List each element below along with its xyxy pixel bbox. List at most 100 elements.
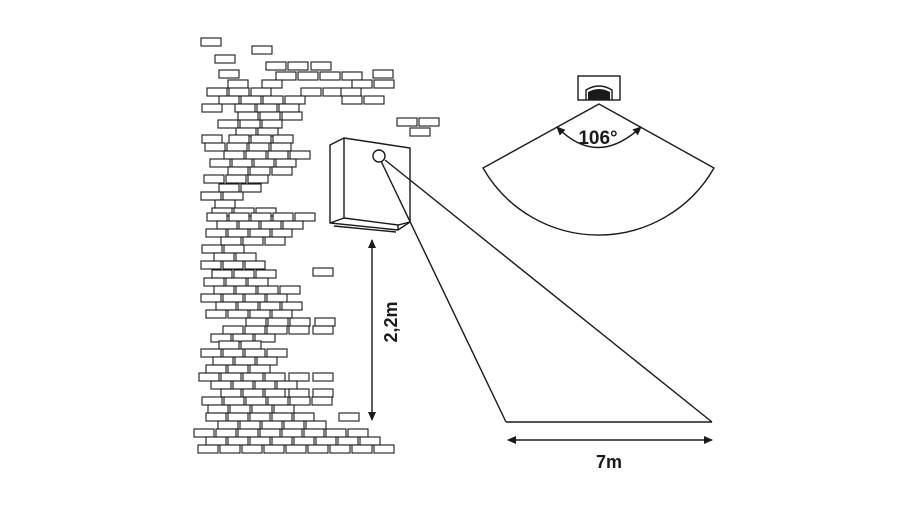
brick — [227, 309, 249, 319]
brick — [275, 71, 297, 81]
brick — [249, 309, 271, 319]
brick — [242, 372, 264, 382]
brick — [270, 142, 292, 152]
brick — [245, 150, 267, 160]
brick — [228, 212, 250, 222]
brick — [250, 212, 272, 222]
brick — [293, 412, 315, 422]
brick — [238, 220, 260, 230]
brick — [240, 340, 262, 350]
brick — [254, 380, 276, 390]
brick — [266, 348, 288, 358]
brick — [244, 293, 266, 303]
brick — [373, 444, 395, 454]
brick — [294, 212, 316, 222]
brick — [220, 372, 242, 382]
brick — [213, 252, 235, 262]
brick — [396, 117, 418, 127]
brick — [307, 444, 329, 454]
brick — [249, 228, 271, 238]
brick — [249, 364, 271, 374]
brick — [242, 388, 264, 398]
brick — [288, 388, 310, 398]
brick — [200, 37, 222, 47]
brick — [351, 444, 373, 454]
brick — [261, 420, 283, 430]
brick — [271, 166, 293, 176]
brick — [237, 111, 259, 121]
brick — [229, 404, 251, 414]
brick — [267, 150, 289, 160]
brick — [289, 396, 311, 406]
brick — [227, 79, 249, 89]
brick — [211, 269, 233, 279]
brick — [284, 95, 306, 105]
brick — [210, 380, 232, 390]
brick — [363, 95, 385, 105]
brick — [303, 428, 325, 438]
brick — [276, 380, 298, 390]
brick — [222, 348, 244, 358]
brick — [232, 380, 254, 390]
brick — [218, 95, 240, 105]
wall-light-fixture — [329, 137, 411, 233]
distance-dimension: 7m — [507, 436, 713, 472]
pir-sensor-icon — [372, 149, 386, 163]
brick — [206, 212, 228, 222]
brick — [218, 183, 240, 193]
brick — [237, 301, 259, 311]
brick — [205, 436, 227, 446]
brick — [217, 420, 239, 430]
brick — [197, 444, 219, 454]
brick — [242, 236, 264, 246]
brick — [200, 191, 222, 201]
brick — [264, 388, 286, 398]
brick — [249, 436, 271, 446]
brick — [235, 285, 257, 295]
brick — [409, 127, 431, 137]
brick — [218, 69, 240, 79]
brick — [256, 356, 278, 366]
brick — [235, 252, 257, 262]
brick — [373, 79, 395, 89]
brick — [216, 220, 238, 230]
brick — [222, 260, 244, 270]
brick — [312, 388, 334, 398]
brick — [261, 119, 283, 129]
brick — [341, 95, 363, 105]
brick — [244, 348, 266, 358]
brick — [200, 260, 222, 270]
brick — [219, 444, 241, 454]
brick — [278, 103, 300, 113]
brick — [205, 364, 227, 374]
brick — [222, 191, 244, 201]
brick — [311, 396, 333, 406]
brick — [255, 269, 277, 279]
brick — [218, 340, 240, 350]
brick — [264, 372, 286, 382]
brick — [250, 87, 272, 97]
brick — [289, 150, 311, 160]
brick — [259, 301, 281, 311]
brick — [282, 220, 304, 230]
brick — [312, 267, 334, 277]
brick — [288, 372, 310, 382]
brick — [249, 166, 271, 176]
brick — [231, 158, 253, 168]
brick — [227, 228, 249, 238]
brick — [227, 412, 249, 422]
brick — [261, 79, 283, 89]
brick — [266, 325, 288, 335]
brick — [281, 428, 303, 438]
brick — [223, 150, 245, 160]
brick — [272, 134, 294, 144]
brick — [250, 134, 272, 144]
brick — [263, 444, 285, 454]
brick — [289, 317, 311, 327]
brick — [418, 117, 440, 127]
brick — [283, 420, 305, 430]
brick — [273, 404, 295, 414]
brick — [247, 277, 269, 287]
brick — [340, 87, 362, 97]
